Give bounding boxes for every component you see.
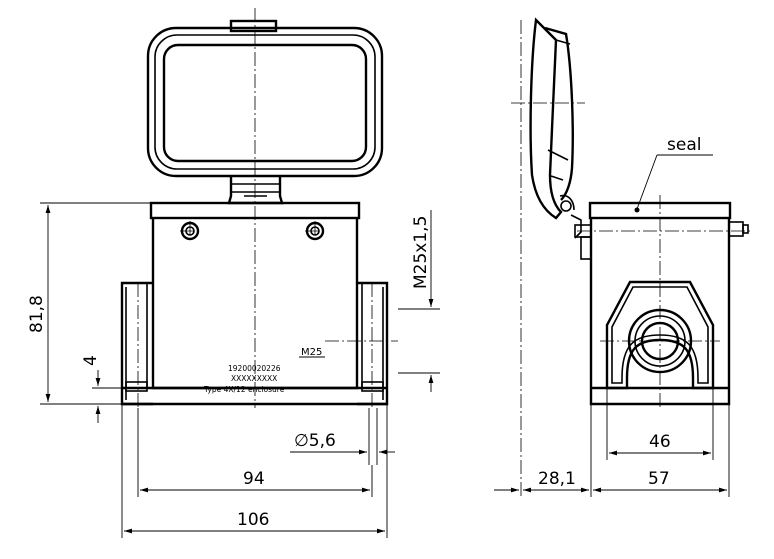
dim-hole: ∅5,6 <box>290 408 395 465</box>
enclosure-type-label: Type 4X/12 enclosure <box>203 385 285 394</box>
dim-side-inner: 46 <box>606 388 714 460</box>
thread-front-label: M25 <box>301 347 322 358</box>
side-offset-label: 28,1 <box>538 469 576 489</box>
part-number-label: 19200020226 <box>228 364 281 373</box>
front-cover <box>146 19 384 205</box>
dim-height: 81,8 <box>27 202 151 405</box>
dim-inner-width: 94 <box>137 408 373 497</box>
outer-width-label: 106 <box>237 510 269 530</box>
height-dimension-label: 81,8 <box>27 295 47 333</box>
side-inner-label: 46 <box>649 432 671 452</box>
seal-callout: seal <box>636 135 713 210</box>
side-housing <box>574 201 749 406</box>
front-view: 19200020226 XXXXXXXXX Type 4X/12 enclosu… <box>27 8 440 538</box>
side-width-label: 57 <box>648 469 670 489</box>
side-cover <box>529 17 582 239</box>
front-housing: 19200020226 XXXXXXXXX Type 4X/12 enclosu… <box>120 201 389 406</box>
dim-thread: M25x1,5 <box>398 210 440 392</box>
seal-label: seal <box>667 135 701 155</box>
dim-foot: 4 <box>81 355 122 423</box>
foot-dimension-label: 4 <box>81 355 101 366</box>
dim-outer-width: 106 <box>121 404 388 538</box>
inner-width-label: 94 <box>243 469 265 489</box>
dim-side-widths: 28,1 57 <box>494 404 730 497</box>
serial-mask-label: XXXXXXXXX <box>231 374 277 383</box>
side-view: seal 46 28,1 57 <box>494 17 752 497</box>
hole-dimension-label: ∅5,6 <box>294 431 336 451</box>
thread-dimension-label: M25x1,5 <box>411 216 431 289</box>
